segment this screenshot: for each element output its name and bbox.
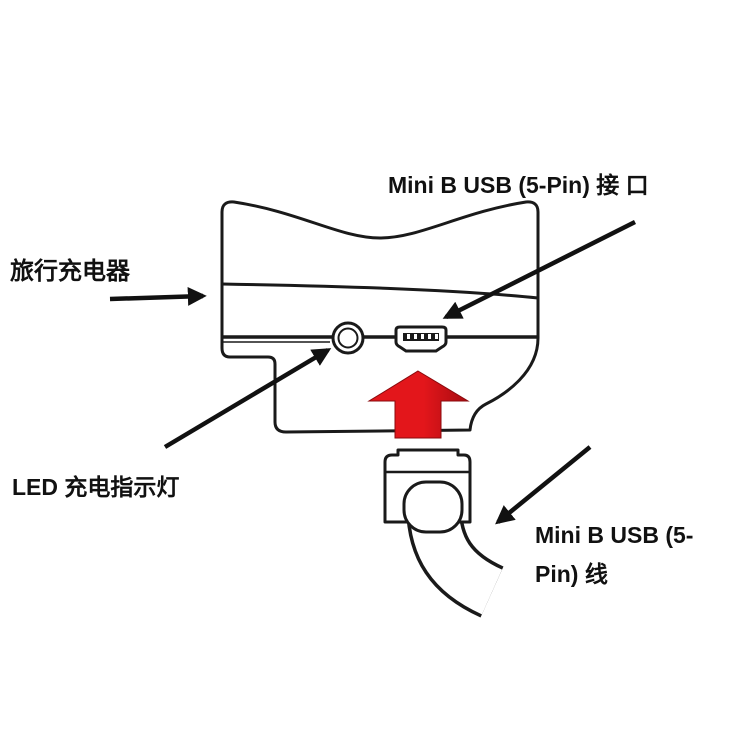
led-indicator-inner [337,327,359,349]
mini-usb-port-pins [407,334,438,339]
port-label: Mini B USB (5-Pin) 接 口 [388,172,649,198]
cable-pointer-arrow [495,445,592,525]
charger-body-outline [220,200,540,434]
cable-label-line2: Pin) 线 [535,561,608,587]
led-pointer-arrow [163,348,332,449]
insert-direction-arrow [367,370,470,439]
plug-boot [402,480,464,534]
charger-label: 旅行充电器 [10,257,131,285]
travel-charger [220,200,540,434]
mini-usb-plug [383,448,472,534]
charger-pointer-arrow [109,287,207,306]
charger-upper-seam [221,282,539,300]
cable-label-line1: Mini B USB (5- [535,522,693,548]
led-label: LED 充电指示灯 [12,474,179,500]
port-pointer-arrow [442,219,637,320]
